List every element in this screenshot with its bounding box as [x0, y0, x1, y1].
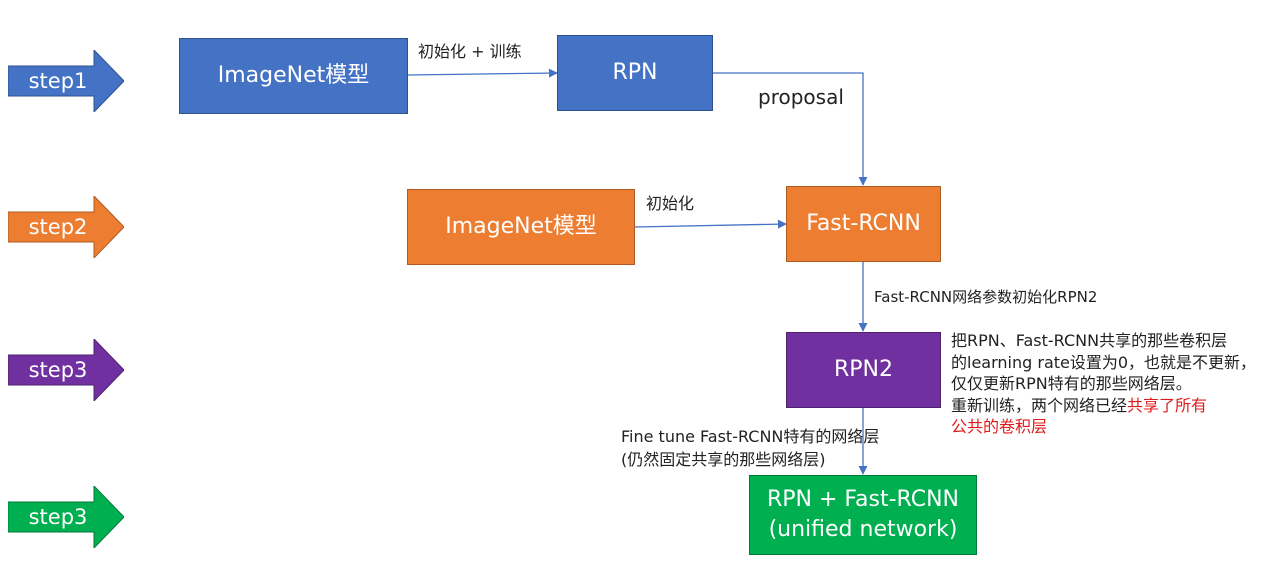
note-line-5: 公共的卷积层: [951, 417, 1048, 437]
step3-label: step3: [28, 358, 88, 382]
step4-arrow: step3: [8, 486, 124, 548]
rpn2-box: RPN2: [786, 332, 941, 408]
connector-rpn-to-fast-rcnn: [713, 72, 868, 186]
connector-imagenet2-to-fast-rcnn: [634, 219, 787, 229]
unified-network-box: RPN + Fast-RCNN (unified network): [749, 475, 977, 555]
edge-label-fine-tune-2: (仍然固定共享的那些网络层): [621, 450, 826, 469]
imagenet-model-label-2: ImageNet模型: [445, 214, 597, 240]
step3-arrow-shape: [8, 339, 124, 401]
rpn2-label: RPN2: [833, 357, 893, 383]
unified-network-line2: (unified network): [768, 517, 958, 542]
note-line-4-prefix: 重新训练，两个网络已经: [951, 395, 1128, 415]
step1-arrow: step1: [8, 50, 124, 112]
edge-label-proposal: proposal: [758, 85, 844, 109]
edge-label-fast-rcnn-init-rpn2: Fast-RCNN网络参数初始化RPN2: [874, 288, 1098, 306]
edge-label-fine-tune-1: Fine tune Fast-RCNN特有的网络层: [621, 427, 880, 446]
step4-arrow-shape: [8, 486, 124, 548]
imagenet-model-box-1: ImageNet模型: [179, 38, 408, 114]
unified-network-line1: RPN + Fast-RCNN: [766, 487, 960, 513]
step2-arrow-shape: [8, 196, 124, 258]
note-line-4: 重新训练，两个网络已经共享了所有: [951, 395, 1256, 417]
edge-label-init: 初始化: [646, 194, 695, 213]
note-line-3: 仅仅更新RPN特有的那些网络层。: [951, 374, 1192, 394]
rpn-label: RPN: [612, 60, 658, 86]
note-line-2: 的learning rate设置为0，也就是不更新，: [951, 352, 1257, 372]
step1-arrow-shape: [8, 50, 124, 112]
edge-label-init-train: 初始化 + 训练: [418, 42, 522, 61]
rpn2-note: 把RPN、Fast-RCNN共享的那些卷积层 的learning rate设置为…: [951, 330, 1256, 438]
note-line-1: 把RPN、Fast-RCNN共享的那些卷积层: [951, 331, 1228, 350]
connector-imagenet-to-rpn: [407, 68, 558, 78]
note-line-4-highlight: 共享了所有: [1127, 395, 1208, 415]
step2-label: step2: [28, 215, 88, 239]
step1-label: step1: [28, 69, 88, 93]
imagenet-model-box-2: ImageNet模型: [407, 189, 635, 265]
imagenet-model-label-1: ImageNet模型: [217, 63, 370, 89]
step3-arrow: step3: [8, 339, 124, 401]
step4-label: step3: [28, 505, 88, 529]
fast-rcnn-box: Fast-RCNN: [786, 186, 941, 262]
step2-arrow: step2: [8, 196, 124, 258]
fast-rcnn-label: Fast-RCNN: [806, 211, 921, 237]
rpn-box: RPN: [557, 35, 713, 111]
